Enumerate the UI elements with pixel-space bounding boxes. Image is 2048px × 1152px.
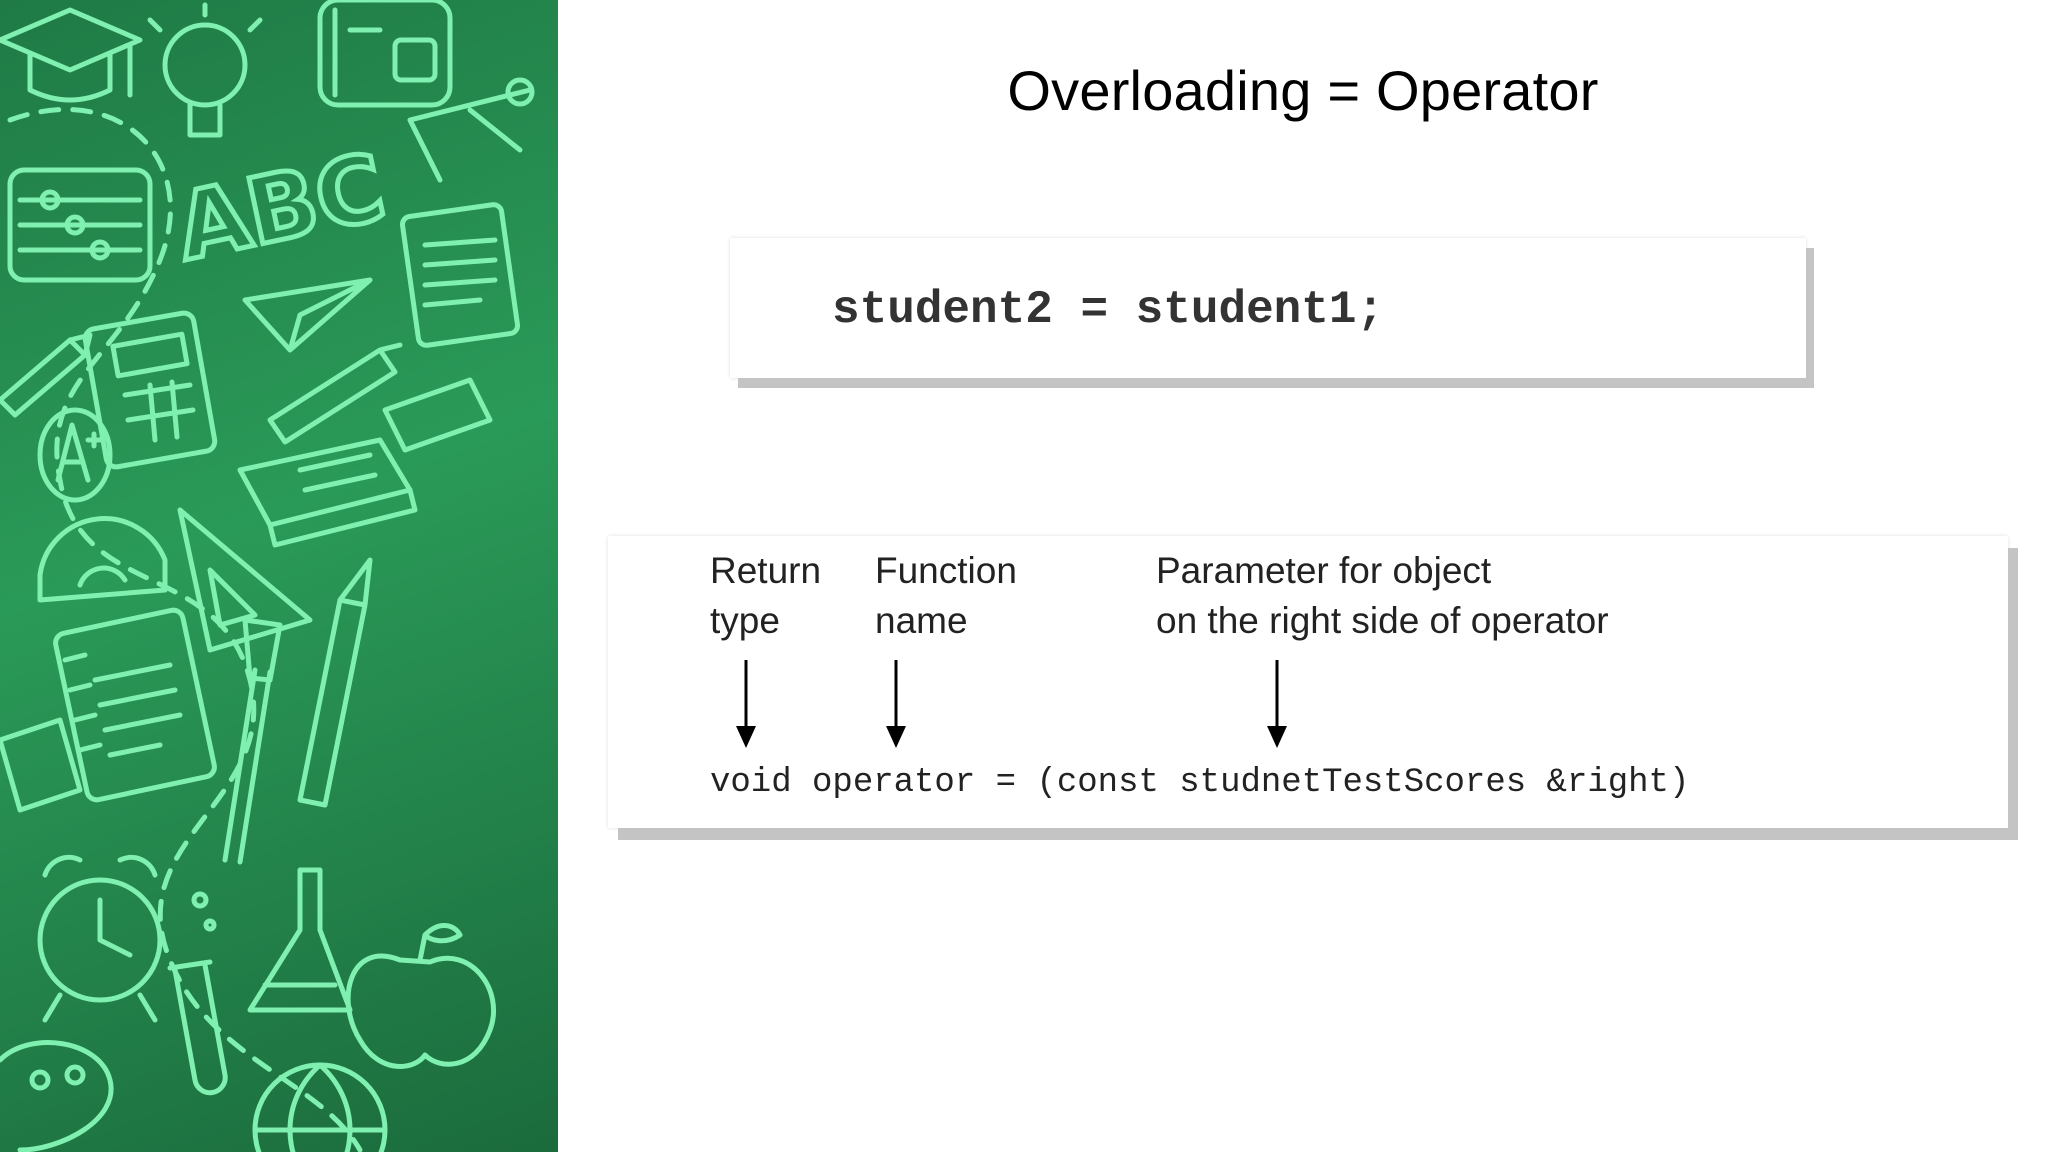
spiral-notebook-icon — [53, 607, 217, 803]
palette-icon — [0, 1040, 114, 1152]
paper-plane-icon — [242, 277, 373, 353]
return-type-label: Return type — [710, 550, 822, 641]
marker-icon — [267, 342, 403, 445]
pencil-icon — [0, 332, 93, 418]
notebook-icon — [399, 202, 521, 348]
alarm-clock-icon — [37, 854, 163, 1023]
assignment-code-figure: student2 = student1; — [730, 238, 1806, 378]
apple-icon — [345, 923, 497, 1069]
graduation-cap-icon — [0, 7, 143, 103]
small-book-icon — [0, 717, 83, 813]
grade-badge-icon — [37, 407, 113, 503]
operator-signature-code: void operator = (const studnetTestScores… — [710, 764, 1690, 802]
lightbulb-icon — [147, 2, 263, 138]
slide-title: Overloading = Operator — [1007, 59, 1599, 122]
return-type-arrow-icon — [736, 660, 756, 748]
abc-letters: ABC — [167, 133, 394, 281]
function-name-arrow-icon — [886, 660, 906, 748]
operator-signature-diagram: Return type Function name Parameter for … — [608, 536, 2008, 828]
triangle-ruler-icon — [177, 507, 313, 653]
bubble-icon — [191, 891, 209, 909]
decorative-side-panel: ABC — [0, 0, 558, 1152]
long-pencil-icon — [297, 557, 373, 808]
assignment-code: student2 = student1; — [832, 284, 1385, 336]
parameter-label: Parameter for object on the right side o… — [1156, 550, 1609, 641]
bubble-icon — [203, 918, 217, 932]
eraser-icon — [382, 377, 493, 453]
protractor-icon — [37, 516, 168, 603]
abacus-icon — [7, 167, 153, 283]
globe-icon — [252, 1062, 388, 1152]
test-tube-icon — [167, 959, 228, 1096]
paintbrush-icon — [222, 617, 283, 865]
school-doodles-illustration: ABC — [0, 0, 535, 1152]
compass-icon — [407, 77, 535, 183]
backpack-icon — [317, 0, 453, 108]
calculator-icon — [82, 310, 218, 470]
flask-icon — [247, 867, 353, 1013]
parameter-arrow-icon — [1267, 660, 1287, 748]
books-icon — [237, 437, 418, 548]
function-name-label: Function name — [875, 550, 1017, 641]
